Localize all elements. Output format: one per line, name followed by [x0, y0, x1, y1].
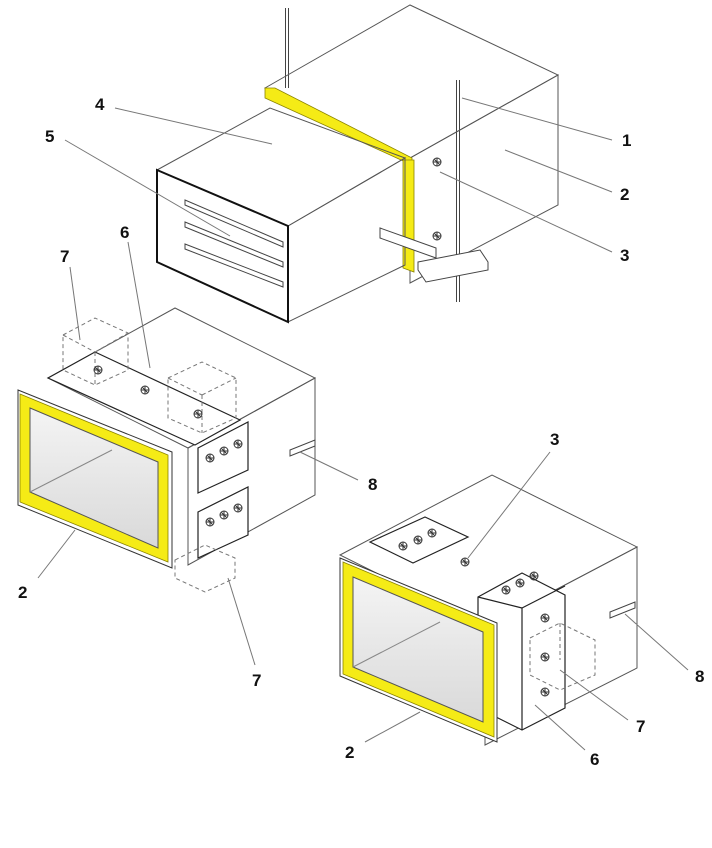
- label-8-right: 8: [695, 667, 704, 686]
- label-8-left: 8: [368, 475, 377, 494]
- left-side-plate-upper: [197, 421, 249, 494]
- label-5: 5: [45, 127, 54, 146]
- support-bracket-arm: [379, 227, 437, 259]
- label-7-left-bottom: 7: [252, 671, 261, 690]
- label-3: 3: [620, 246, 629, 265]
- right-dashed-cube: [529, 622, 596, 691]
- left-assembly: [17, 307, 317, 593]
- leader-lines: [37, 97, 689, 751]
- left-dashed-cubes: [62, 317, 237, 593]
- label-2-right: 2: [345, 743, 354, 762]
- label-4: 4: [95, 95, 105, 114]
- insulation-band-top: [264, 87, 413, 166]
- left-side-plate-lower: [197, 486, 249, 559]
- left-top-flange: [46, 351, 242, 446]
- label-7-right: 7: [636, 717, 645, 736]
- label-2-left: 2: [18, 583, 27, 602]
- top-assembly: [155, 4, 560, 324]
- outer-duct-top: [263, 4, 560, 159]
- label-1: 1: [622, 131, 631, 150]
- right-assembly: [338, 474, 639, 746]
- left-duct-opening: [29, 407, 159, 549]
- label-6-right: 6: [590, 750, 599, 769]
- label-2: 2: [620, 185, 629, 204]
- callout-labels: 1 2 3 4 5 6 7 8 2 7 3 8 7 6 2: [18, 95, 704, 769]
- label-7-left-top: 7: [60, 247, 69, 266]
- inner-duct-front: [156, 168, 289, 324]
- label-3-right: 3: [550, 430, 559, 449]
- support-bracket-channel: [417, 249, 489, 283]
- label-6-left: 6: [120, 223, 129, 242]
- right-duct-opening: [352, 576, 484, 723]
- louvre-blades: [184, 199, 284, 288]
